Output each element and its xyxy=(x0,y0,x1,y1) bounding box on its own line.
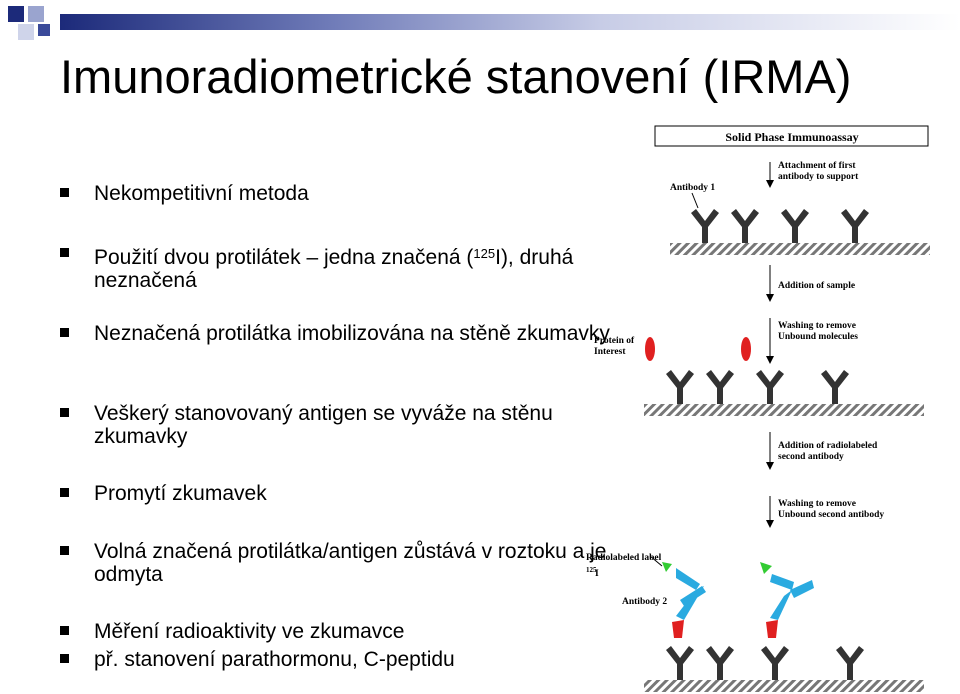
antibody-icon xyxy=(761,646,789,680)
solid-support xyxy=(670,243,930,255)
label-addition-sample: Addition of sample xyxy=(778,281,855,291)
antibody-icon xyxy=(691,209,719,243)
label-radiolabel-sup: 125 xyxy=(586,566,597,574)
corner-decoration xyxy=(0,0,60,56)
label-antibody-1: Antibody 1 xyxy=(670,183,715,193)
antibody-icon xyxy=(841,209,869,243)
antibody-row-2 xyxy=(666,370,849,404)
antibody-icon xyxy=(756,370,784,404)
antibody-icon xyxy=(666,370,694,404)
label-washing2-2: Unbound second antibody xyxy=(778,510,884,520)
label-addition-second-2: second antibody xyxy=(778,452,844,462)
diagram-title-box xyxy=(654,125,929,147)
antibody-icon xyxy=(836,646,864,680)
antibody-icon xyxy=(731,209,759,243)
deco-square xyxy=(28,6,44,22)
bullet-item: Volná značená protilátka/antigen zůstává… xyxy=(60,540,614,586)
deco-square xyxy=(8,6,24,22)
antigen-icon xyxy=(766,620,778,638)
bullet-square-icon xyxy=(60,546,69,555)
label-radiolabel: Radiolabeled label xyxy=(586,553,662,563)
slide-title: Imunoradiometrické stanovení (IRMA) xyxy=(60,50,852,103)
bullet-item: Měření radioaktivity ve zkumavce xyxy=(60,620,614,643)
antibody-icon xyxy=(781,209,809,243)
antibody-icon xyxy=(821,370,849,404)
bullet-square-icon xyxy=(60,408,69,417)
bullet-square-icon xyxy=(60,248,69,257)
diagram-title: Solid Phase Immunoassay xyxy=(725,130,858,144)
antibody-row-3 xyxy=(666,646,864,680)
bullet-item: Použití dvou protilátek – jedna značená … xyxy=(60,242,614,292)
immunoassay-diagram: Solid Phase Immunoassay Attachment of fi… xyxy=(586,125,930,692)
label-attach-2: antibody to support xyxy=(778,172,859,182)
bullet-square-icon xyxy=(60,488,69,497)
pointer-line xyxy=(649,555,663,567)
solid-support xyxy=(644,404,924,416)
label-washing-1: Washing to remove xyxy=(778,321,856,331)
bullet-item: Promytí zkumavek xyxy=(60,482,614,505)
antigen-icon xyxy=(672,620,684,638)
antibody-icon xyxy=(666,646,694,680)
deco-square xyxy=(38,24,50,36)
label-attach-1: Attachment of first xyxy=(778,161,856,171)
label-protein-2: Interest xyxy=(594,347,626,357)
label-antibody-2: Antibody 2 xyxy=(622,597,667,607)
bullet-item: Nekompetitivní metoda xyxy=(60,182,614,205)
bullet-square-icon xyxy=(60,328,69,337)
bullet-square-icon xyxy=(60,188,69,197)
antibody-icon xyxy=(706,370,734,404)
bullet-item: Veškerý stanovovaný antigen se vyváže na… xyxy=(60,402,614,448)
antigen-icon xyxy=(741,337,751,361)
header-bar xyxy=(60,14,960,30)
label-washing2-1: Washing to remove xyxy=(778,499,856,509)
label-washing-2: Unbound molecules xyxy=(778,332,858,342)
antigen-icon xyxy=(645,337,655,361)
antibody-icon xyxy=(706,646,734,680)
label-protein-1: Protein of xyxy=(594,336,635,346)
antibody-row-1 xyxy=(691,209,869,243)
label-addition-second-1: Addition of radiolabeled xyxy=(778,441,878,451)
bullet-square-icon xyxy=(60,654,69,663)
deco-square xyxy=(18,24,34,40)
bullet-square-icon xyxy=(60,626,69,635)
bullet-item: Neznačená protilátka imobilizována na st… xyxy=(60,322,614,345)
second-antibody-icon xyxy=(760,562,814,620)
second-antibody-icon xyxy=(662,562,706,620)
solid-support xyxy=(644,680,924,692)
label-radiolabel-i: I xyxy=(595,569,599,579)
bullet-item: př. stanovení parathormonu, C-peptidu xyxy=(60,648,614,671)
pointer-line xyxy=(691,192,699,209)
